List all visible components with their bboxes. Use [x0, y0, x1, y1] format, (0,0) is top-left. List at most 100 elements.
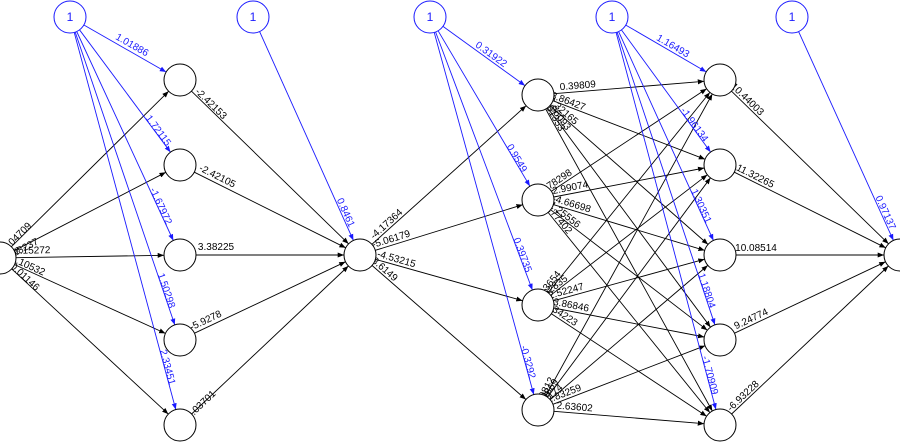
edge-m-h2-3 [375, 258, 523, 302]
weight-label-h3-5-o: -6.93228 [725, 379, 762, 414]
edge-h1-2-m [194, 171, 346, 249]
weight-label-h1-3-m: 3.38225 [198, 242, 235, 253]
edge-in-h1-1 [11, 90, 169, 248]
bias-node-2-label: 1 [250, 10, 257, 24]
edge-h2-3-h3-3 [553, 258, 705, 302]
bias-node-3 [413, 0, 447, 34]
edge-h2-4-h3-4 [552, 345, 706, 405]
hidden1-node-4 [163, 323, 197, 357]
hidden3-node-3 [521, 288, 555, 322]
edge-h1-4-m [194, 261, 346, 334]
edge-h2-3-h3-4 [553, 307, 705, 339]
hidden1-node-5 [163, 408, 197, 442]
hidden1-node-2 [163, 148, 197, 182]
hidden4-node-3 [703, 238, 737, 272]
weight-label-b2-m: 0.8461 [334, 197, 357, 230]
bias-node-2 [236, 0, 270, 34]
hidden1-node-3 [163, 238, 197, 272]
edge-m-h2-4 [371, 265, 527, 400]
edge-h2-4-h3-2 [547, 177, 711, 398]
edge-b4-h3-2 [621, 29, 711, 153]
hidden3-node-1 [521, 78, 555, 112]
edge-h1-1-m [191, 90, 349, 245]
hidden4-node-4 [703, 323, 737, 357]
weight-label-b4-h3-5: -1.70909 [699, 355, 720, 396]
weight-label-b1-h1-2: 1.72115 [143, 113, 173, 148]
bias-node-5-label: 1 [789, 10, 796, 24]
edge-h2-2-h3-2 [553, 166, 705, 198]
edge-b3-h2-3 [435, 31, 533, 291]
edge-h2-1-h3-1 [553, 79, 705, 95]
weight-label-h2-1-h3-1: 0.39809 [559, 79, 596, 93]
bias-node-5 [775, 0, 809, 34]
edge-h2-3-h3-5 [551, 313, 707, 417]
edge-b4-h3-1 [625, 24, 707, 73]
edge-b1-h1-5 [73, 32, 177, 410]
weight-label-b3-h2-1: 0.31922 [473, 40, 509, 70]
edge-b2-m [259, 31, 354, 241]
hidden4-node-1 [703, 63, 737, 97]
edge-h3-5-o [731, 265, 889, 415]
edge-in-h1-3 [15, 252, 165, 259]
edges-layer [11, 24, 894, 426]
edge-h2-1-h3-3 [549, 105, 709, 245]
bias-node-1 [53, 0, 87, 34]
edge-b4-h3-5 [615, 32, 717, 410]
edge-in-h1-4 [14, 264, 166, 334]
edge-b1-h1-2 [79, 29, 171, 153]
weight-label-b5-o: 0.97137 [872, 194, 897, 232]
weight-label-b1-h1-3: -1.67972 [147, 186, 174, 227]
weight-label-b1-h1-1: 1.01886 [113, 32, 150, 60]
edge-b4-h3-3 [618, 31, 714, 241]
bias-node-4-label: 1 [609, 10, 616, 24]
output-node [883, 238, 900, 272]
edge-h2-4-h3-5 [553, 410, 705, 426]
hidden1-node-1 [163, 63, 197, 97]
edge-h2-1-h3-5 [545, 108, 713, 412]
bias-node-1-label: 1 [67, 10, 74, 24]
edge-b3-h2-4 [433, 32, 535, 395]
edge-m-h2-1 [371, 105, 527, 245]
edge-b3-h2-1 [442, 26, 526, 86]
edge-b4-h3-4 [616, 32, 716, 325]
edge-b3-h2-2 [437, 30, 531, 187]
edge-b1-h1-1 [83, 24, 167, 73]
edge-h3-4-o [734, 261, 886, 334]
weight-label-h3-2-o: -11.32265 [731, 161, 776, 191]
edge-in-h1-2 [13, 171, 167, 252]
edge-h2-4-h3-3 [549, 265, 709, 400]
edge-h2-4-h3-1 [545, 93, 713, 397]
weight-label-in-h1-3: 1.15272 [14, 245, 51, 257]
hidden3-node-2 [521, 183, 555, 217]
weight-label-b4-h3-3: 1.30351 [688, 188, 713, 226]
edge-h2-2-h3-4 [550, 209, 708, 331]
weight-label-h1-1-m: -2.42153 [193, 87, 229, 123]
weight-label-b3-h2-3: 0.39735 [510, 236, 533, 274]
edge-b1-h1-3 [76, 31, 174, 241]
weight-label-b3-h2-2: 0.9549 [504, 142, 529, 174]
edge-h2-2-h3-3 [553, 204, 705, 251]
edge-in-h1-5 [11, 268, 169, 415]
edge-h2-1-h3-2 [552, 100, 706, 160]
bias-node-3-label: 1 [427, 10, 434, 24]
edge-h3-1-o [731, 90, 889, 245]
edge-m-h2-2 [375, 204, 523, 251]
edge-b1-h1-4 [74, 31, 176, 326]
weight-label-h2-4-h3-5: 2.63602 [556, 401, 593, 415]
weight-label-b1-h1-4: 1.50298 [155, 272, 177, 310]
weight-label-h3-3-o: 10.08514 [735, 243, 777, 254]
hidden3-node-4 [521, 393, 555, 427]
edge-h2-3-h3-1 [547, 92, 711, 293]
hidden2-node-1 [343, 238, 377, 272]
edge-h2-2-h3-5 [547, 212, 711, 413]
weight-label-b4-h3-4: 1.18804 [695, 272, 717, 310]
weight-label-h1-4-m: -5.9278 [188, 309, 224, 334]
edge-h2-3-h3-2 [550, 174, 708, 296]
bias-node-4 [595, 0, 629, 34]
edge-h2-1-h3-4 [547, 107, 711, 328]
edge-h3-2-o [734, 171, 886, 249]
edge-b5-o [798, 31, 894, 241]
hidden4-node-5 [703, 408, 737, 442]
